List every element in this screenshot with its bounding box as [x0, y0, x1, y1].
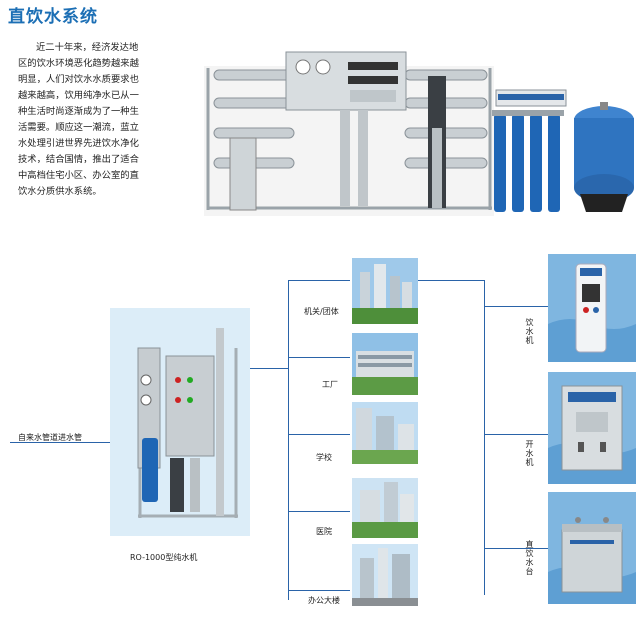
intro-line: 水处理引进世界先进饮水净化 — [18, 138, 139, 149]
location-photo-hospital — [352, 478, 418, 538]
location-trunk-line — [288, 280, 289, 600]
intro-paragraph: 近二十年来，经济发达地 区的饮水环境恶化趋势越来越 明显，人们对饮水水质要求也 … — [18, 40, 190, 200]
dispenser-label-boiler: 开水机 — [525, 440, 534, 467]
intro-line: 中高档住宅小区、办公室的直 — [18, 170, 139, 181]
intro-line: 活需要。顺应这一潮流，蓝立 — [18, 122, 139, 133]
dispenser-photo-water-cooler — [548, 254, 636, 362]
intro-line: 技术，结合国情，推出了适合 — [18, 154, 139, 165]
location-label-school: 学校 — [316, 453, 332, 462]
intro-line: 种生活时尚逐渐成为了一种生 — [18, 106, 139, 117]
pressure-tank-image — [574, 102, 634, 212]
intro-line: 越来越高，饮用纯净水已从一 — [18, 90, 139, 101]
connector-machine-to-trunk — [250, 368, 288, 369]
location-photo-office — [352, 544, 418, 606]
main-ro-machine-image — [110, 308, 250, 536]
dispenser-label-drinking-fountain: 直饮水台 — [525, 540, 534, 576]
location-label-factory: 工厂 — [322, 380, 338, 389]
location-branch-line — [288, 434, 350, 435]
location-label-office: 办公大楼 — [308, 596, 340, 605]
dispenser-branch-line — [484, 548, 548, 549]
dispenser-trunk-line — [484, 280, 485, 595]
intro-line: 饮水分质供水系统。 — [18, 186, 102, 197]
location-branch-line — [288, 280, 350, 281]
industrial-ro-system-image — [204, 51, 494, 216]
intro-line: 区的饮水环境恶化趋势越来越 — [18, 58, 139, 69]
dispenser-label-water-cooler: 饮水机 — [525, 318, 534, 345]
location-branch-line — [288, 357, 350, 358]
location-branch-line — [288, 590, 350, 591]
page-title: 直饮水系统 — [8, 7, 98, 27]
connector-locations-to-dispensers — [418, 280, 484, 281]
location-photo-factory — [352, 333, 418, 395]
location-photo-agency — [352, 258, 418, 324]
location-label-hospital: 医院 — [316, 527, 332, 536]
source-inlet-line — [10, 442, 138, 443]
household-ro-filter-image — [492, 89, 567, 212]
location-branch-line — [288, 511, 350, 512]
location-label-agency: 机关/团体 — [304, 307, 339, 316]
dispenser-photo-boiler — [548, 372, 636, 484]
dispenser-branch-line — [484, 306, 548, 307]
source-inlet-label: 自来水管道进水管 — [18, 433, 82, 442]
intro-line: 明显，人们对饮水水质要求也 — [18, 74, 139, 85]
intro-line: 近二十年来，经济发达地 — [36, 42, 139, 53]
dispenser-branch-line — [484, 434, 548, 435]
dispenser-photo-drinking-fountain — [548, 492, 636, 604]
location-photo-school — [352, 402, 418, 464]
main-machine-caption: RO-1000型纯水机 — [130, 553, 198, 562]
